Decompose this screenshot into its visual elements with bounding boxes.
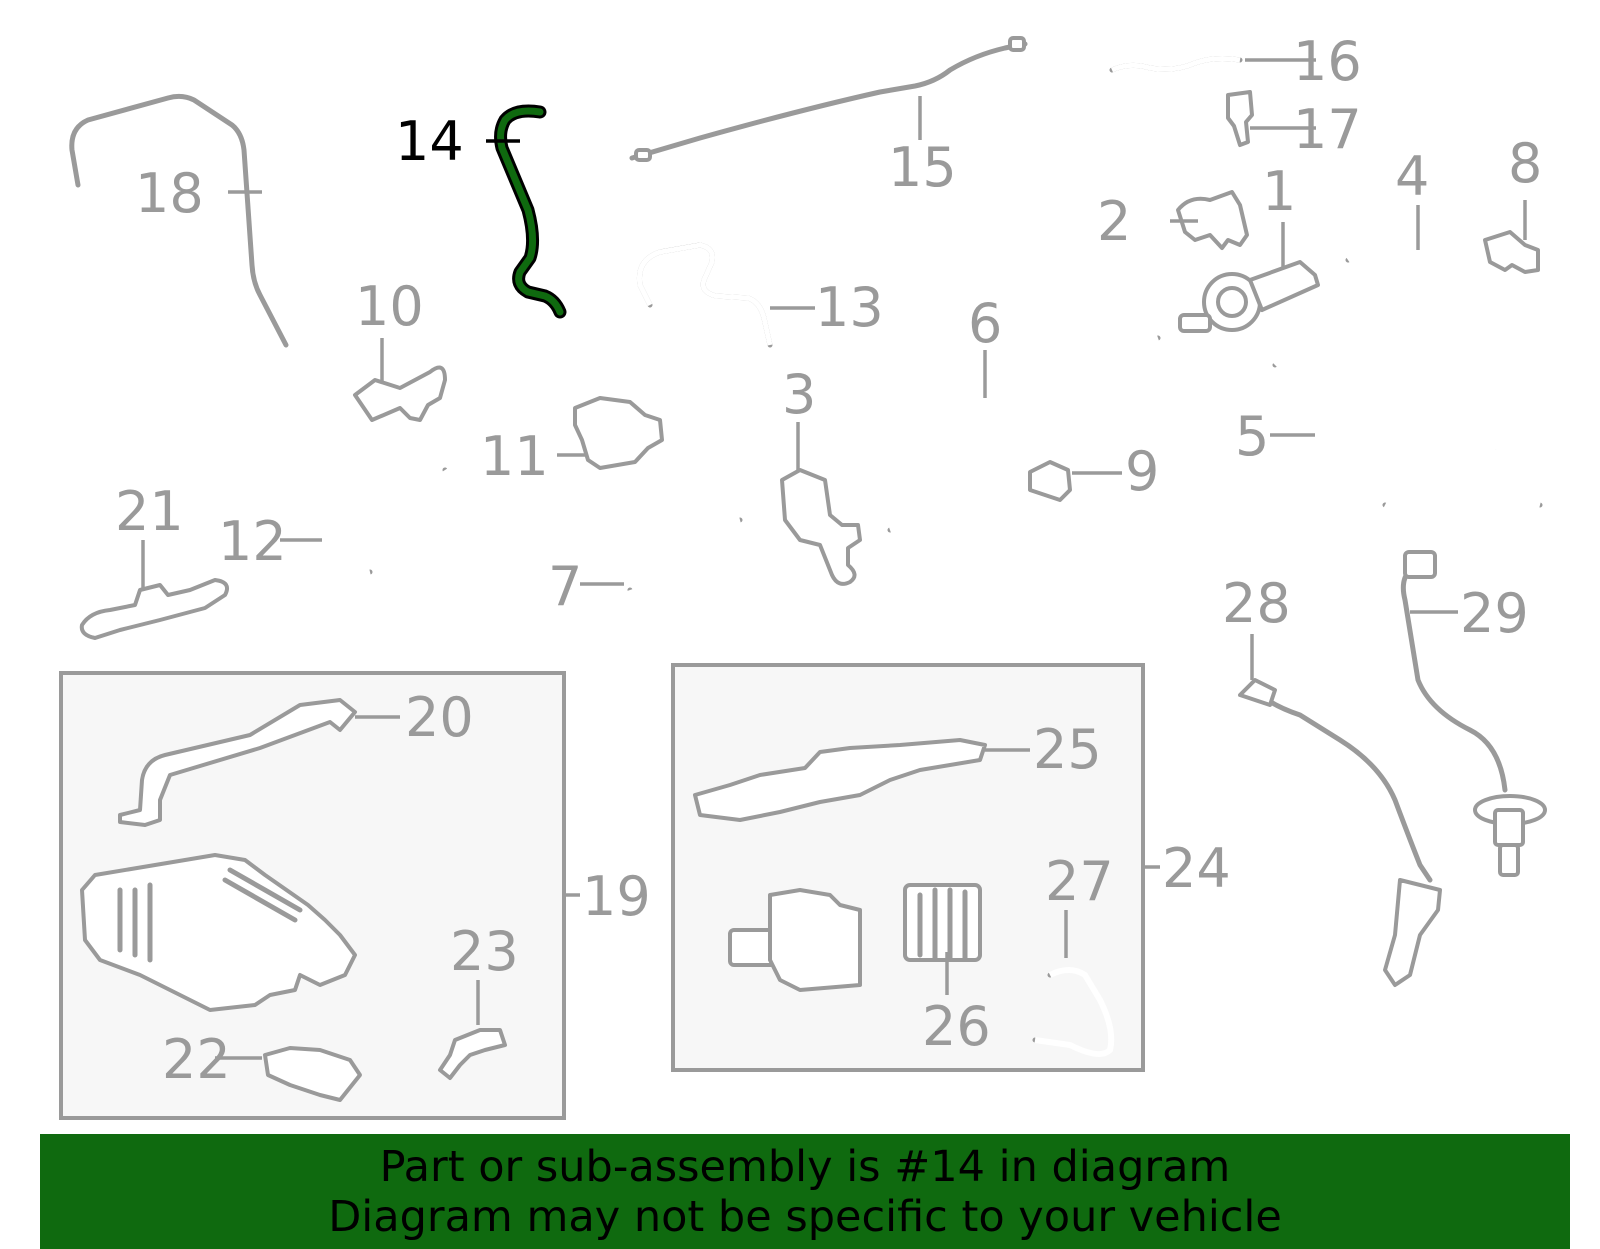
callout-5[interactable]: 5	[1235, 405, 1269, 468]
part-10-sensor[interactable]	[353, 365, 447, 422]
part-14-hose[interactable]	[494, 104, 567, 319]
callout-22[interactable]: 22	[162, 1028, 231, 1091]
part-25-bracket[interactable]	[693, 738, 987, 822]
part-13-hose[interactable]	[636, 242, 773, 348]
part-19-canister[interactable]	[80, 853, 357, 1012]
callout-29[interactable]: 29	[1460, 582, 1529, 645]
callout-26[interactable]: 26	[922, 995, 991, 1058]
banner-line-2: Diagram may not be specific to your vehi…	[328, 1191, 1282, 1242]
callout-25[interactable]: 25	[1033, 718, 1102, 781]
callout-10[interactable]: 10	[355, 275, 424, 338]
callout-17[interactable]: 17	[1293, 98, 1362, 161]
part-17-clip[interactable]	[1226, 90, 1254, 147]
callout-labels: 16 17 15 14 18 2 1 4 8 13 10 6 3 11 5 9 …	[115, 30, 1542, 1091]
banner-line-1: Part or sub-assembly is #14 in diagram	[379, 1141, 1231, 1192]
callout-20[interactable]: 20	[405, 686, 474, 749]
callout-2[interactable]: 2	[1097, 190, 1131, 253]
part-16-hose[interactable]	[1109, 56, 1243, 73]
part-5-hose[interactable]	[1272, 357, 1404, 510]
part-21-bracket[interactable]	[79, 578, 229, 640]
callout-1[interactable]: 1	[1262, 160, 1296, 223]
callout-21[interactable]: 21	[115, 480, 184, 543]
part-6-hose[interactable]	[887, 335, 1161, 533]
callout-9[interactable]: 9	[1125, 440, 1159, 503]
callout-27[interactable]: 27	[1045, 850, 1114, 913]
callout-3[interactable]: 3	[782, 363, 816, 426]
part-28-sensor[interactable]	[1238, 678, 1442, 987]
leader-lines	[141, 58, 1527, 1060]
part-12-hose[interactable]	[331, 467, 454, 577]
part-4-hose[interactable]	[1345, 245, 1543, 508]
part-1-valve[interactable]	[1178, 260, 1320, 333]
part-27-hose[interactable]	[1032, 967, 1115, 1057]
part-2-bracket[interactable]	[1176, 190, 1249, 250]
callout-12[interactable]: 12	[218, 510, 287, 573]
callout-18[interactable]: 18	[135, 162, 204, 225]
part-23-clip[interactable]	[438, 1028, 507, 1080]
group-box-24	[671, 663, 1145, 1072]
part-15-line[interactable]	[629, 36, 1028, 162]
callout-4[interactable]: 4	[1395, 145, 1429, 208]
part-18-hose[interactable]	[69, 93, 289, 348]
part-7-hose[interactable]	[627, 517, 743, 626]
callout-23[interactable]: 23	[450, 920, 519, 983]
part-29-sensor[interactable]	[1400, 550, 1547, 877]
part-11-valve[interactable]	[573, 396, 664, 470]
callout-19[interactable]: 19	[582, 865, 651, 928]
callout-14[interactable]: 14	[395, 110, 464, 173]
part-22-hose[interactable]	[263, 1046, 362, 1102]
part-3-valve[interactable]	[780, 468, 862, 586]
callout-7[interactable]: 7	[548, 555, 582, 618]
callout-11[interactable]: 11	[480, 425, 549, 488]
part-24-solenoid[interactable]	[728, 888, 862, 992]
callout-8[interactable]: 8	[1508, 132, 1542, 195]
info-banner: Part or sub-assembly is #14 in diagram D…	[40, 1134, 1570, 1249]
callout-28[interactable]: 28	[1222, 572, 1291, 635]
callout-16[interactable]: 16	[1293, 30, 1362, 93]
part-20-bracket[interactable]	[118, 698, 357, 827]
callout-24[interactable]: 24	[1162, 837, 1231, 900]
part-8-clip[interactable]	[1483, 230, 1540, 274]
part-26-module[interactable]	[903, 883, 982, 962]
part-9-clip[interactable]	[1028, 460, 1072, 502]
callout-13[interactable]: 13	[815, 276, 884, 339]
callout-15[interactable]: 15	[888, 136, 957, 199]
callout-6[interactable]: 6	[968, 292, 1002, 355]
